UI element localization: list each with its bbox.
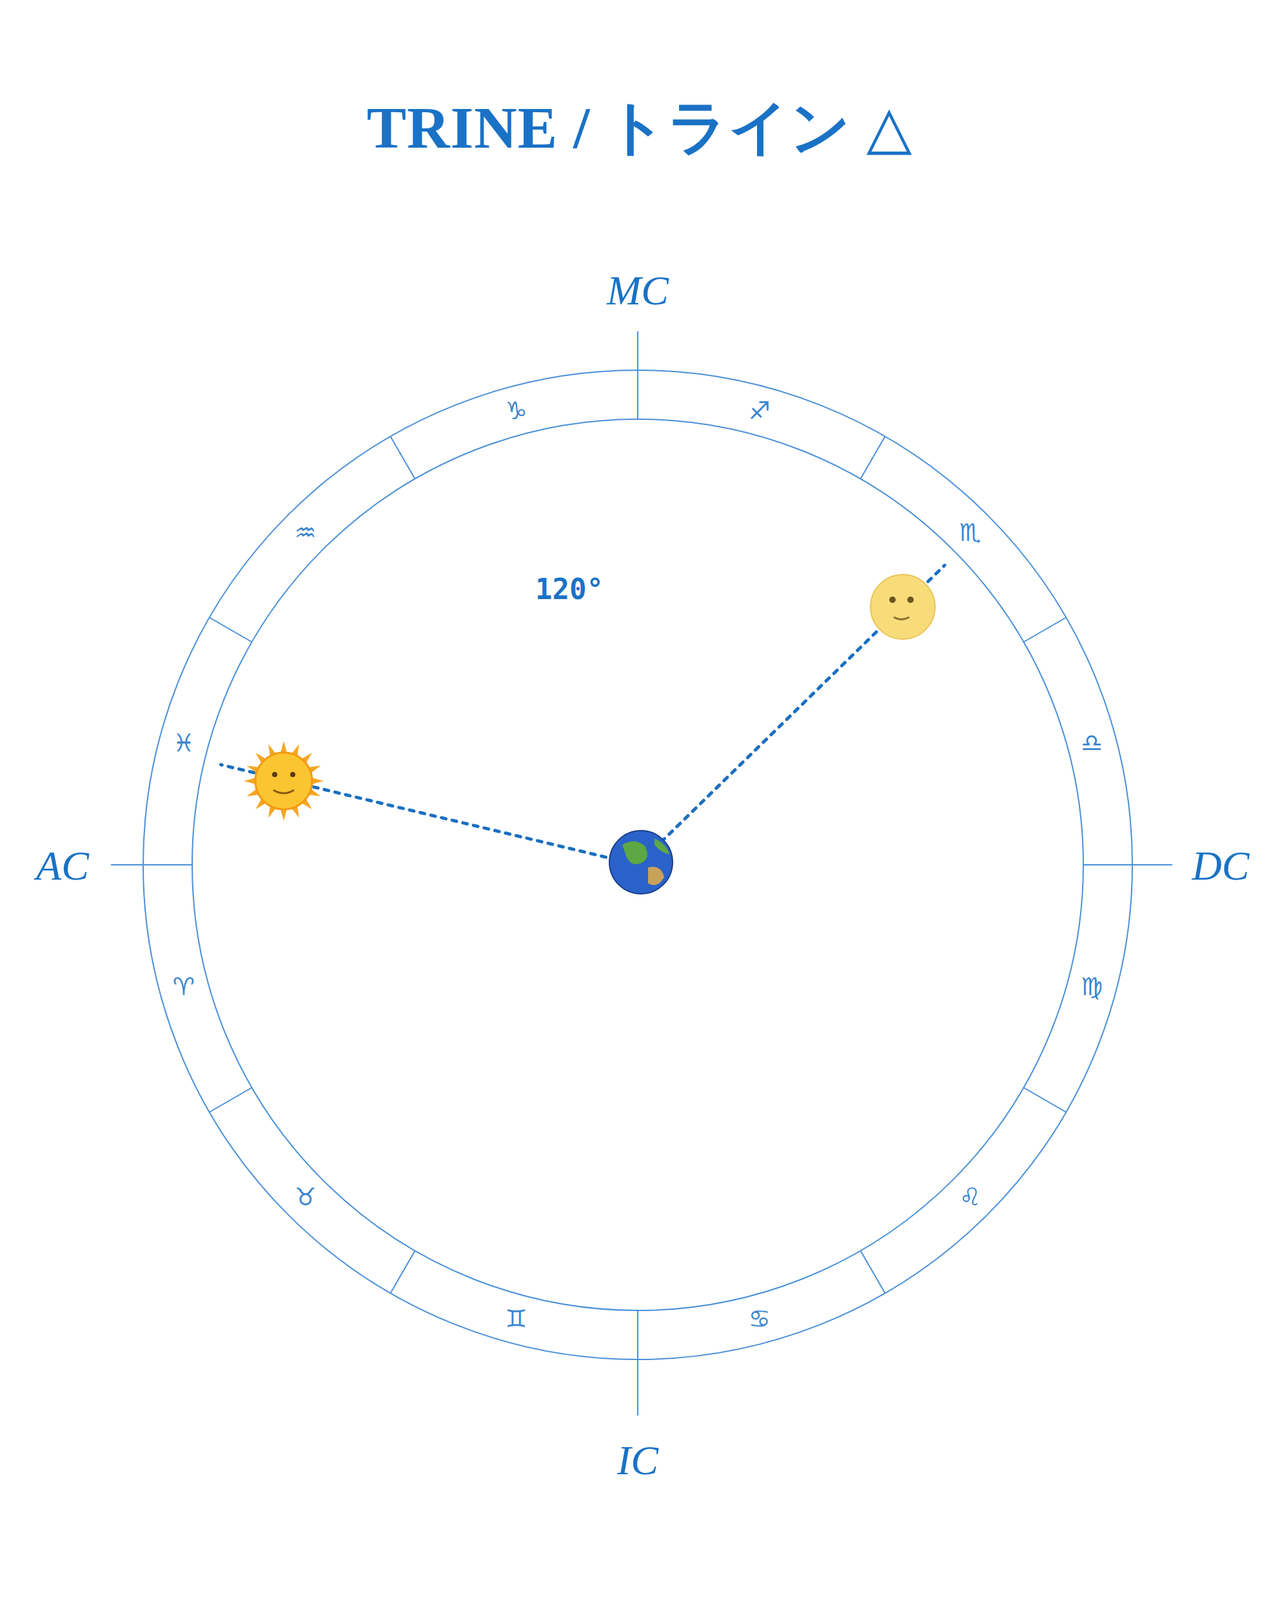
sign-divider	[1023, 1087, 1066, 1113]
zodiac-sign: ♒	[294, 520, 316, 545]
angle-label: IC	[617, 1439, 659, 1482]
sign-divider	[390, 1250, 416, 1293]
chart-title: TRINE / トライン △	[366, 98, 914, 158]
sun-icon	[243, 740, 324, 821]
sign-divider	[390, 436, 416, 480]
sign-divider	[860, 1250, 886, 1293]
moon-icon	[870, 574, 936, 640]
zodiac-sign: ♓	[172, 730, 195, 756]
angle-label: AC	[36, 845, 89, 887]
sign-divider	[860, 436, 886, 480]
zodiac-sign: ♈	[172, 974, 195, 999]
sign-divider	[1023, 617, 1066, 643]
zodiac-sign: ♋	[748, 1306, 771, 1331]
zodiac-sign: ♑	[504, 398, 527, 424]
earth-icon	[609, 830, 673, 894]
zodiac-sign: ♏	[958, 520, 981, 545]
sign-divider	[209, 617, 253, 643]
zodiac-sign: ♉	[294, 1184, 316, 1210]
zodiac-sign: ♎	[1080, 730, 1103, 756]
zodiac-sign: ♌	[958, 1184, 981, 1210]
sign-divider	[209, 1087, 253, 1113]
aspect-degree: 120°	[535, 575, 604, 604]
zodiac-sign: ♊	[504, 1306, 527, 1331]
angle-label: DC	[1192, 845, 1250, 887]
zodiac-sign: ♍	[1080, 974, 1103, 999]
zodiac-sign: ♐	[748, 398, 771, 424]
angle-label: MC	[606, 270, 669, 312]
